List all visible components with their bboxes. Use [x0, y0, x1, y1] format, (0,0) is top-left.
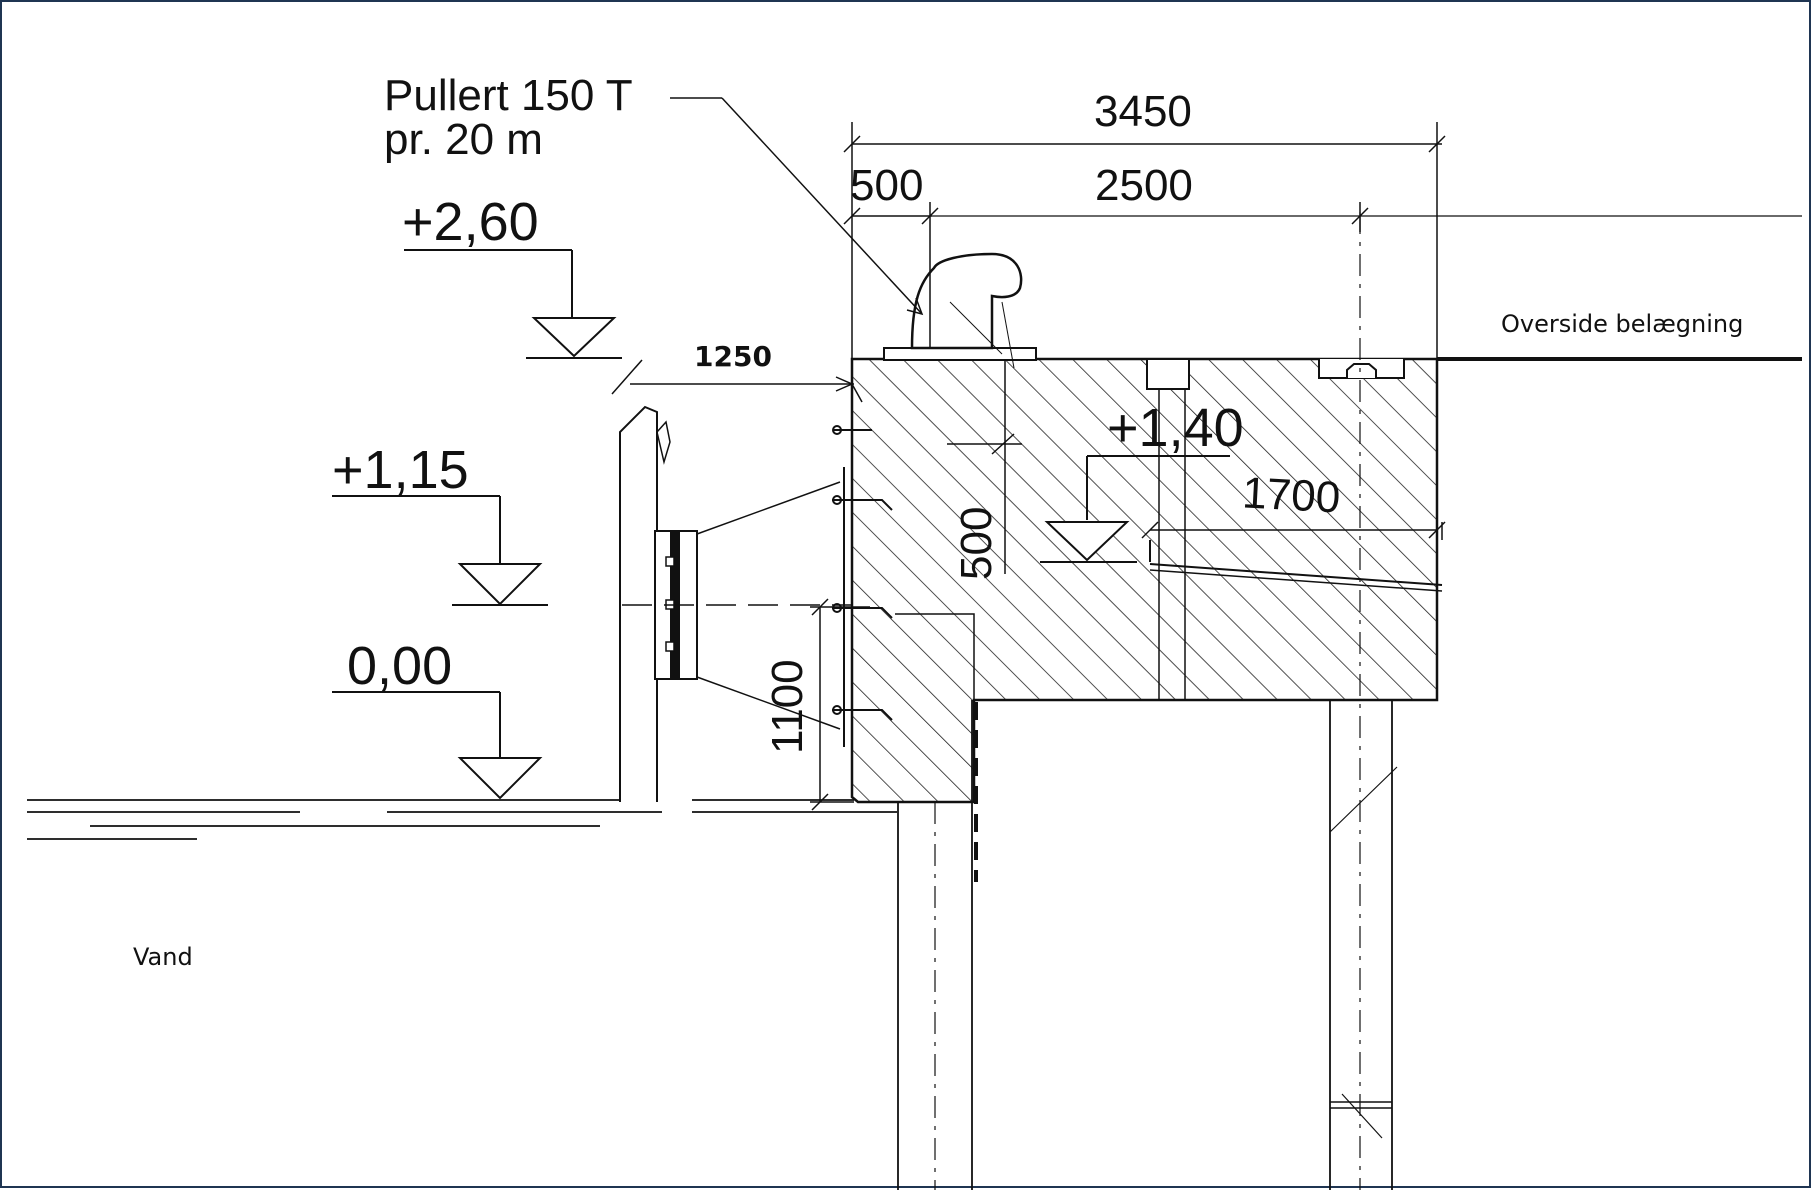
elevation-water: 0,00 — [347, 636, 452, 696]
concrete-section — [850, 357, 1443, 804]
bollard-leader — [670, 97, 924, 316]
dimension-anchor-length — [1141, 521, 1446, 540]
dimension-front-height-label: 1100 — [763, 659, 812, 754]
elevation-marker-water — [332, 691, 543, 800]
surface-note: Overside belægning — [1501, 310, 1743, 338]
dimension-edge-and-deck — [843, 202, 1369, 348]
dimension-front-height — [810, 598, 870, 811]
dimension-anchor-length-label: 1700 — [1241, 468, 1341, 522]
bollard-label-line1: Pullert 150 T — [384, 71, 633, 120]
dimension-deck-width: 2500 — [1095, 161, 1193, 210]
bollard — [883, 252, 1037, 369]
elevation-marker-top — [404, 249, 622, 359]
rear-pile — [1329, 212, 1398, 1190]
elevation-marker-middle — [332, 495, 548, 606]
dimension-edge-strip: 500 — [850, 161, 923, 210]
water-note: Vand — [133, 943, 193, 971]
bollard-label-line2: pr. 20 m — [384, 115, 543, 164]
dimension-overall — [843, 122, 1446, 359]
elevation-middle: +1,15 — [332, 440, 469, 500]
elevation-top: +2,60 — [402, 192, 539, 252]
elevation-marker-deck — [1040, 455, 1230, 563]
dimension-beam-height — [947, 359, 1022, 574]
fender — [619, 405, 893, 802]
elevation-deck: +1,40 — [1107, 398, 1244, 458]
dimension-overall-width: 3450 — [1094, 87, 1192, 136]
water-surface — [27, 799, 897, 840]
front-pile — [897, 700, 978, 1190]
dimension-fender-distance-label: 1250 — [694, 340, 772, 373]
dimension-fender-distance — [611, 359, 863, 403]
dimension-beam-height-label: 500 — [952, 507, 1001, 580]
